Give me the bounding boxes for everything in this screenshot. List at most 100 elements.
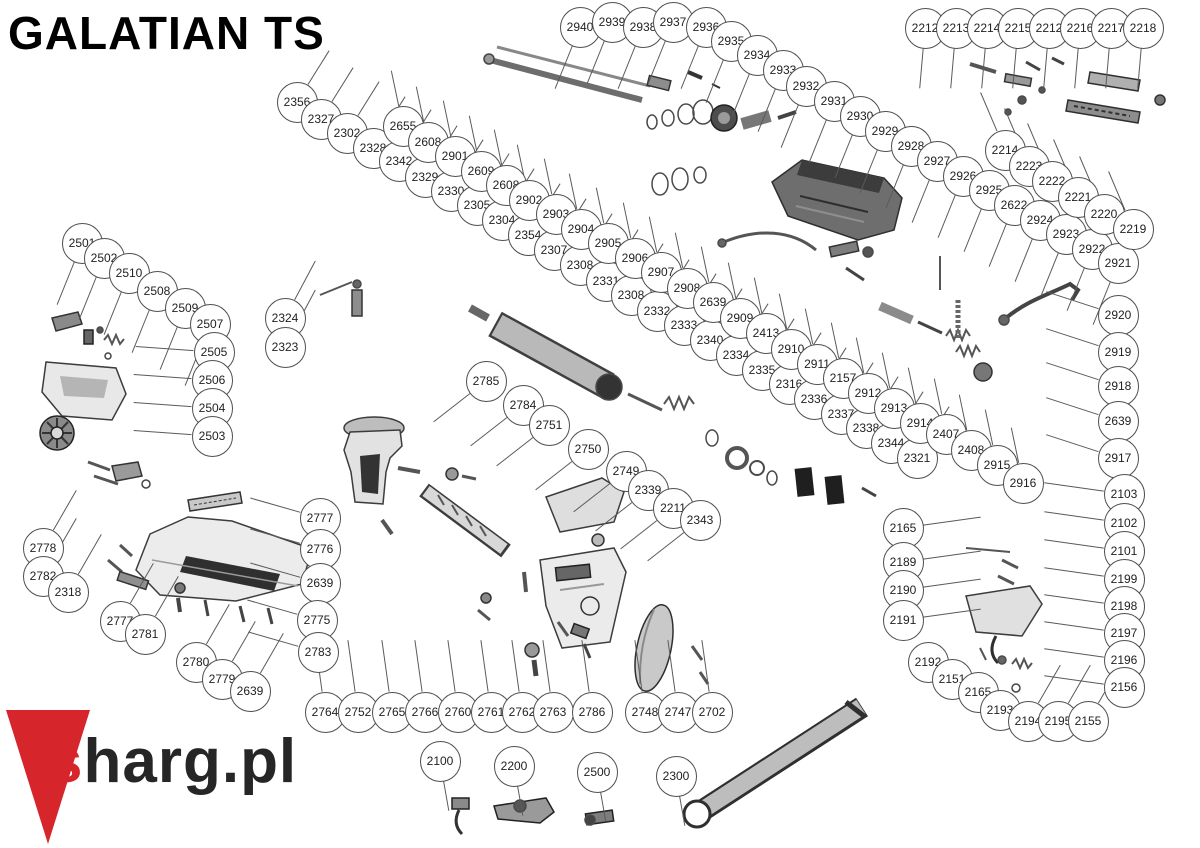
part-callout-2191: 2191 [882, 599, 924, 641]
leader-line [1044, 482, 1104, 492]
leader-line [511, 640, 520, 692]
leader-line [133, 430, 192, 436]
leader-line [247, 599, 298, 615]
part-callout-2343: 2343 [679, 499, 721, 541]
part-callout-2917: 2917 [1097, 437, 1139, 479]
leader-line [647, 532, 685, 562]
leader-line [804, 308, 814, 345]
leader-line [808, 119, 827, 163]
part-callout-2781: 2781 [124, 613, 166, 655]
leader-line [331, 67, 354, 102]
leader-line [1067, 664, 1091, 704]
leader-line [881, 352, 891, 389]
leader-line [885, 164, 904, 208]
leader-line [830, 322, 840, 359]
leader-line [634, 640, 643, 692]
leader-line [470, 417, 508, 447]
leader-line [535, 461, 573, 491]
leader-line [415, 86, 425, 123]
leader-line [586, 40, 605, 84]
leader-line [1046, 291, 1099, 310]
diagram-title: GALATIAN TS [8, 7, 325, 59]
leader-line [780, 104, 799, 148]
leader-line [859, 149, 878, 193]
leader-line [1012, 48, 1017, 89]
part-callout-2639: 2639 [299, 562, 341, 604]
leader-line [1014, 238, 1033, 282]
leader-lines [52, 40, 1142, 826]
leader-line [1010, 427, 1020, 464]
leader-line [1046, 362, 1099, 381]
leader-line [442, 100, 452, 137]
leader-line [1074, 48, 1079, 89]
part-callout-2193: 2193 [979, 689, 1021, 731]
leader-line [347, 640, 356, 692]
leader-line [647, 40, 666, 84]
leader-line [933, 378, 943, 415]
leader-line [937, 194, 956, 238]
leader-line [542, 640, 551, 692]
leader-line [1044, 621, 1104, 631]
leader-line [447, 640, 456, 692]
leader-line [923, 550, 981, 560]
leader-line [231, 621, 256, 662]
logo-text: sharg.pl [48, 726, 297, 797]
leader-line [573, 483, 611, 513]
leader-line [250, 562, 301, 578]
leader-line [648, 216, 658, 253]
part-callout-2785: 2785 [465, 360, 507, 402]
leader-line [622, 202, 632, 239]
leader-line [855, 337, 865, 374]
part-callout-2200: 2200 [493, 745, 535, 787]
part-callout-2639: 2639 [1097, 400, 1139, 442]
leader-line [1044, 567, 1104, 577]
leader-line [205, 604, 230, 645]
leader-line [133, 374, 192, 380]
part-callout-2750: 2750 [567, 428, 609, 470]
part-callout-2920: 2920 [1097, 294, 1139, 336]
leader-line [617, 45, 636, 89]
leader-line [1046, 328, 1099, 347]
part-callout-2918: 2918 [1097, 365, 1139, 407]
leader-line [595, 187, 605, 224]
leader-line [1044, 675, 1104, 685]
leader-line [950, 48, 955, 89]
leader-line [77, 534, 102, 575]
leader-line [595, 502, 633, 532]
leader-line [443, 781, 450, 811]
leader-line [78, 276, 97, 320]
leader-line [250, 528, 301, 544]
logo-triangle [6, 710, 90, 844]
leader-line [1137, 48, 1142, 89]
leader-line [1040, 252, 1059, 296]
leader-line [1037, 664, 1061, 704]
logo-triangle-icon [6, 710, 90, 844]
leader-line [834, 134, 853, 178]
leader-line [390, 70, 400, 107]
leader-line [1044, 648, 1104, 658]
leader-line [517, 786, 524, 816]
leader-line [294, 260, 316, 301]
leader-line [680, 45, 699, 89]
leader-line [923, 516, 981, 526]
leader-line [705, 59, 724, 103]
leader-line [700, 246, 710, 283]
leader-line [757, 88, 776, 132]
leader-line [133, 402, 192, 408]
logo-rest: harg.pl [83, 727, 298, 796]
logo-first-letter: s [48, 727, 84, 796]
leader-line [468, 115, 478, 152]
leader-line [307, 50, 330, 85]
leader-line [1044, 511, 1104, 521]
leader-line [52, 490, 77, 531]
part-callout-2760: 2760 [437, 691, 479, 733]
part-callout-2155: 2155 [1067, 700, 1109, 742]
leader-line [778, 293, 788, 330]
leader-line [1046, 397, 1099, 416]
leader-line [496, 437, 534, 467]
leader-line [980, 92, 998, 132]
leader-line [923, 608, 981, 618]
leader-line [493, 129, 503, 166]
